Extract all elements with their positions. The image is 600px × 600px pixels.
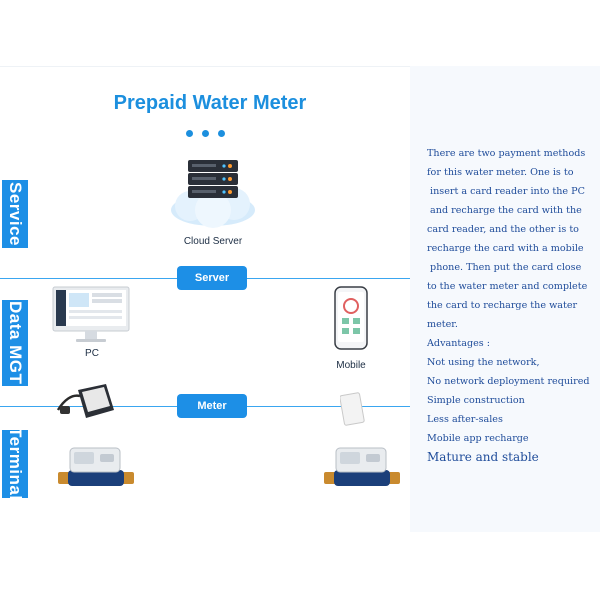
description-line: card reader, and the other is to	[427, 224, 579, 235]
mobile-phone-icon	[334, 286, 368, 350]
title-dots	[186, 130, 225, 137]
section-tab-terminal: Terminal	[2, 427, 28, 501]
advantage-item: Mature and stable	[427, 450, 539, 464]
description-panel	[410, 66, 600, 532]
water-meter-right-icon	[324, 447, 400, 486]
pc-icon	[52, 286, 130, 342]
advantage-item: No network deployment required	[427, 376, 590, 387]
section-tab-data-mgt: Data MGT	[2, 300, 28, 386]
dot	[202, 130, 209, 137]
dot	[186, 130, 193, 137]
advantage-item: Simple construction	[427, 395, 525, 406]
section-tab-service: Service	[2, 180, 28, 248]
description-line: for this water meter. One is to	[427, 167, 574, 178]
description-line: and recharge the card with the	[427, 205, 582, 216]
advantages-heading: Advantages :	[427, 338, 490, 349]
advantage-item: Less after-sales	[427, 414, 503, 425]
description-line: the card to recharge the water	[427, 300, 578, 311]
diagram-title: Prepaid Water Meter	[113, 92, 307, 114]
description-line: insert a card reader into the PC	[427, 186, 585, 197]
meter-bar: Meter	[177, 394, 247, 418]
cloud-server-icon	[171, 160, 255, 228]
description-line: phone. Then put the card close	[427, 262, 582, 273]
water-meter-left-icon	[58, 447, 134, 486]
advantage-item: Not using the network,	[427, 357, 540, 368]
description-line: There are two payment methods	[427, 148, 586, 159]
dot	[218, 130, 225, 137]
mobile-label: Mobile	[336, 360, 366, 371]
description-line: recharge the card with a mobile	[427, 243, 584, 254]
description-line: to the water meter and complete	[427, 281, 588, 292]
description-text: There are two payment methods for this w…	[427, 144, 597, 467]
ic-card-icon	[340, 392, 365, 426]
server-bar: Server	[177, 266, 247, 290]
cloud-server-label: Cloud Server	[183, 236, 243, 247]
card-reader-icon	[56, 384, 114, 418]
advantage-item: Mobile app recharge	[427, 433, 529, 444]
pc-label: PC	[85, 348, 99, 359]
description-line: meter.	[427, 319, 458, 330]
